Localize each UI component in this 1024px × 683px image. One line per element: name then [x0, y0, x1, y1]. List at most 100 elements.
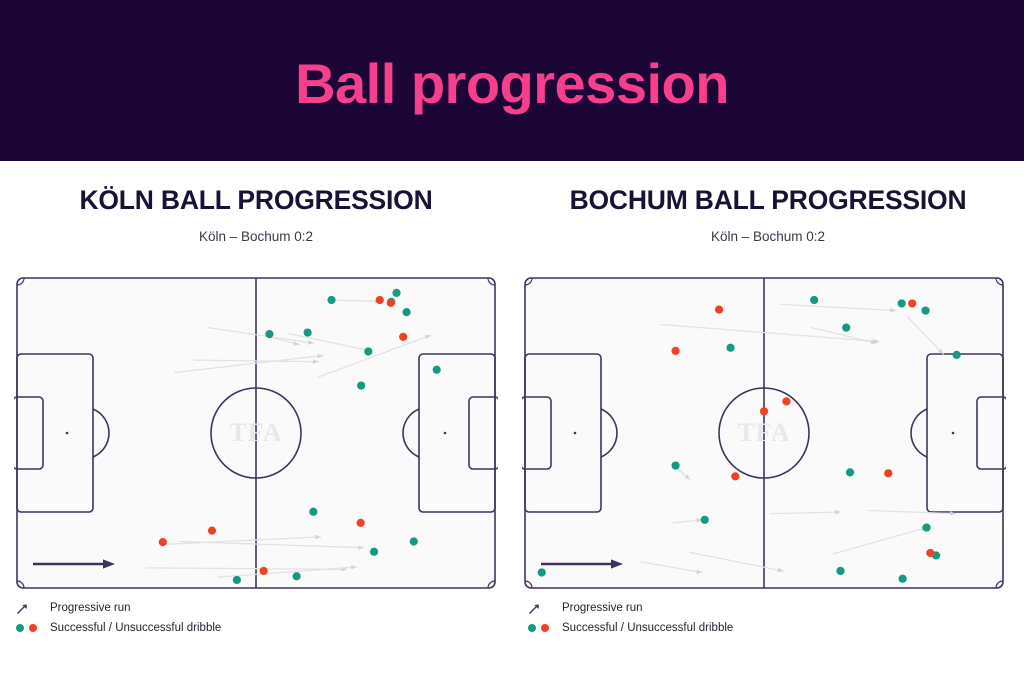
progressive-run-arrowhead [315, 534, 321, 540]
successful-dribble-dot [409, 537, 418, 546]
successful-dribble-dot [327, 295, 336, 305]
successful-dribble-dot [537, 568, 546, 577]
unsuccessful-dribble-dot [731, 472, 740, 481]
successful-dribble-dot [845, 468, 855, 477]
successful-dribble-dot [810, 295, 819, 305]
progressive-run-line [770, 511, 842, 515]
successful-dribble-dot [392, 288, 401, 297]
successful-dribble-dot [952, 350, 961, 359]
legend-row-progressive-run: Progressive run [528, 598, 1008, 618]
pitch-bochum: TFA [522, 275, 1006, 591]
progressive-run-line [639, 560, 703, 574]
progressive-run-arrowhead [293, 341, 300, 346]
progressive-run-line [832, 526, 928, 555]
progressive-run-arrowhead [696, 569, 702, 574]
panel-heading-bochum: BOCHUM BALL PROGRESSION [569, 185, 967, 215]
penalty-area-left [524, 353, 602, 513]
legend-row-dribble: Successful / Unsuccessful dribble [16, 618, 496, 638]
attack-direction-arrow-head [611, 559, 623, 569]
corner-arc-top-right [487, 277, 496, 286]
corner-arc-top-left [524, 277, 533, 286]
penalty-spot-right [951, 431, 955, 435]
progressive-run-arrowhead [307, 339, 314, 345]
successful-dribble-dot [357, 381, 366, 390]
panel-subtitle-bochum: Köln – Bochum 0:2 [710, 229, 826, 244]
progressive-run-line [868, 509, 956, 515]
unsuccessful-dribble-dot [375, 295, 384, 305]
successful-dribble-dot [402, 308, 411, 317]
page-title: Ball progression [295, 51, 729, 115]
progressive-run-arrowhead [351, 564, 357, 570]
panel-subtitle-koln: Köln – Bochum 0:2 [198, 229, 314, 244]
successful-dribble-dot [303, 328, 312, 337]
successful-dribble-dot-icon [16, 624, 24, 632]
unsuccessful-dribble-dot [884, 469, 893, 478]
successful-dribble-dot [309, 507, 318, 516]
penalty-area-left [16, 353, 94, 513]
penalty-arc-left [92, 408, 110, 458]
progressive-run-line [811, 326, 877, 344]
successful-dribble-dot [292, 572, 301, 581]
successful-dribble-dot [265, 330, 274, 339]
progressive-run-arrow-icon [528, 602, 562, 615]
progressive-run-line [159, 536, 322, 546]
successful-dribble-dot [897, 299, 906, 308]
progressive-runs-group [145, 298, 432, 578]
successful-dribble-dot [232, 575, 241, 585]
progressive-run-line [174, 354, 324, 374]
legend-row-progressive-run: Progressive run [16, 598, 496, 618]
legend-label-dribble: Successful / Unsuccessful dribble [50, 622, 222, 634]
progressive-run-arrowhead [317, 353, 323, 359]
unsuccessful-dribble-dot [714, 305, 724, 314]
progressive-run-line [145, 567, 348, 571]
progressive-run-line [178, 540, 365, 549]
panel-bochum: BOCHUM BALL PROGRESSION Köln – Bochum 0:… [512, 161, 1024, 683]
unsuccessful-dribble-group [671, 299, 935, 558]
unsuccessful-dribble-dot [908, 299, 917, 308]
corner-arc-top-right [995, 277, 1004, 286]
progressive-run-arrowhead [870, 339, 877, 345]
corner-arc-top-left [16, 277, 25, 286]
progressive-run-line [288, 333, 372, 352]
successful-dribble-dot [369, 547, 379, 556]
goal-area-left [14, 396, 44, 470]
legend-row-dribble: Successful / Unsuccessful dribble [528, 618, 1008, 638]
progressive-run-arrowhead [777, 567, 784, 573]
progressive-run-arrowhead [835, 509, 841, 515]
penalty-area-right [418, 353, 496, 513]
panels-container: KÖLN BALL PROGRESSION Köln – Bochum 0:2 … [0, 161, 1024, 683]
corner-arc-bottom-right [487, 580, 496, 589]
unsuccessful-dribble-dot [259, 566, 268, 576]
successful-dribble-dot [364, 347, 373, 356]
unsuccessful-dribble-dot [356, 518, 365, 527]
unsuccessful-dribble-dot [158, 538, 167, 547]
progressive-run-arrowhead [949, 511, 956, 516]
unsuccessful-dribble-group [158, 295, 408, 576]
progressive-run-arrowhead [312, 359, 319, 365]
pitch-watermark: TFA [229, 418, 282, 447]
unsuccessful-dribble-dot [399, 332, 408, 341]
progressive-run-arrowhead [684, 474, 690, 480]
penalty-arc-right [910, 408, 928, 458]
penalty-arc-left [600, 408, 618, 458]
unsuccessful-dribble-dot [759, 407, 769, 416]
unsuccessful-dribble-dot [207, 526, 217, 535]
progressive-run-line [330, 299, 381, 303]
progressive-run-line [780, 303, 897, 312]
progressive-run-line [906, 316, 944, 355]
unsuccessful-dribble-dot-icon [541, 624, 549, 632]
centre-circle [210, 387, 302, 479]
goal-area-right [468, 396, 498, 470]
progressive-run-line [207, 326, 315, 344]
progressive-run-arrowhead [696, 517, 702, 523]
penalty-spot-right [443, 431, 447, 435]
progressive-run-line [217, 566, 358, 578]
progressive-run-arrow-icon [16, 602, 50, 615]
attack-direction-arrow-head [103, 559, 115, 569]
successful-dribble-dot-icon [528, 624, 536, 632]
legend-koln: Progressive run Successful / Unsuccessfu… [16, 598, 496, 638]
progressive-run-line [193, 359, 319, 363]
centre-circle [718, 387, 810, 479]
legend-label-progressive-run: Progressive run [562, 602, 643, 614]
successful-dribble-dot [700, 515, 709, 524]
